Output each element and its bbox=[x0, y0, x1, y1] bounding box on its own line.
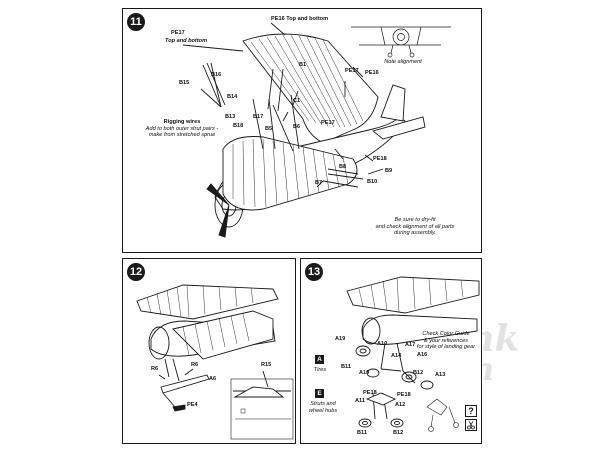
step-number-13: 13 bbox=[305, 263, 323, 281]
legend-a-text: Tires bbox=[313, 367, 327, 373]
label-pe17-c: PE17 bbox=[345, 68, 359, 74]
label-b10: B10 bbox=[367, 179, 378, 185]
label-c1: C1 bbox=[293, 98, 301, 104]
label-pe16-top-bottom: PE16 Top and bottom bbox=[271, 16, 329, 22]
step-13-panel: 13 bbox=[300, 258, 482, 444]
label-b6: B6 bbox=[293, 124, 301, 130]
legend-e-letter: E bbox=[315, 389, 324, 398]
dry-fit-line1: Be sure to dry-fit bbox=[394, 217, 436, 223]
label-pe18-b: PE18 bbox=[397, 392, 411, 398]
label-b16: B16 bbox=[211, 72, 222, 78]
rigging-note-line2: make from stretched sprue bbox=[148, 132, 216, 139]
rigging-wires-title: Rigging wires bbox=[163, 119, 201, 125]
label-b14: B14 bbox=[227, 94, 238, 100]
label-pe18-a: PE18 bbox=[363, 390, 377, 396]
label-b15: B15 bbox=[179, 80, 190, 86]
landing-gear-drawing-13 bbox=[346, 276, 480, 432]
scissors-icon bbox=[465, 419, 477, 431]
label-b12-a: B12 bbox=[413, 370, 424, 376]
label-b8: B8 bbox=[339, 164, 347, 170]
label-a10: A10 bbox=[377, 341, 388, 347]
label-r15: R15 bbox=[261, 362, 272, 368]
color-guide-line1: Check Color Guide bbox=[422, 331, 470, 337]
legend-e-line2: wheel hubs bbox=[308, 407, 338, 414]
rigging-note-line1: Add to both outer strut pairs - bbox=[145, 125, 219, 132]
step-number-12: 12 bbox=[127, 263, 145, 281]
label-pe16-b: PE16 bbox=[365, 70, 379, 76]
dry-fit-line2: and check alignment of all parts bbox=[375, 223, 455, 230]
label-a6: A6 bbox=[209, 376, 217, 382]
label-a17: A17 bbox=[405, 342, 416, 348]
label-b7: B7 bbox=[315, 180, 323, 186]
step-11-panel: 11 bbox=[122, 8, 482, 253]
label-a11: A11 bbox=[355, 398, 365, 404]
alignment-note: Note alignment bbox=[384, 59, 422, 65]
label-pe18: PE18 bbox=[373, 156, 387, 162]
label-a16: A16 bbox=[417, 352, 428, 358]
color-guide-line2: & your references bbox=[423, 337, 469, 344]
label-b17: B17 bbox=[253, 114, 264, 120]
label-a12: A12 bbox=[395, 402, 406, 408]
legend-e-text: Struts and wheel hubs bbox=[305, 401, 341, 414]
color-guide-line3: for style of landing gear bbox=[416, 344, 476, 351]
step-12-panel: 12 bbox=[122, 258, 296, 444]
label-b12-b: B12 bbox=[393, 430, 404, 436]
rigging-wires-note: Rigging wires Add to both outer strut pa… bbox=[127, 119, 237, 139]
label-b11-b: B11 bbox=[357, 430, 367, 436]
landing-gear-drawing-12 bbox=[136, 284, 294, 440]
question-icon: ? bbox=[465, 405, 477, 417]
dry-fit-line3: during assembly. bbox=[394, 230, 436, 237]
label-a19-a: A19 bbox=[335, 336, 346, 342]
step-number-11: 11 bbox=[127, 13, 145, 31]
legend-e-line1: Struts and bbox=[310, 401, 336, 407]
label-b5: B5 bbox=[265, 126, 273, 132]
label-r6-b: R6 bbox=[191, 362, 199, 368]
label-pe17-d: PE17 bbox=[321, 120, 335, 126]
label-b18: B18 bbox=[233, 123, 244, 129]
legend-a-letter: A bbox=[315, 355, 324, 364]
label-a19-b: A19 bbox=[359, 370, 370, 376]
label-pe17-a: PE17 bbox=[171, 30, 185, 36]
label-a14: A14 bbox=[391, 353, 402, 359]
biplane-assembly-drawing bbox=[182, 22, 451, 238]
label-b11-a: B11 bbox=[341, 364, 351, 370]
label-b9: B9 bbox=[385, 168, 393, 174]
label-a13: A13 bbox=[435, 372, 446, 378]
label-pe4: PE4 bbox=[187, 402, 198, 408]
label-r6-a: R6 bbox=[151, 366, 159, 372]
label-top-and-bottom: Top and bottom bbox=[165, 38, 208, 44]
color-guide-note: Check Color Guide & your references for … bbox=[411, 331, 481, 351]
label-b1: B1 bbox=[299, 62, 307, 68]
dry-fit-note: Be sure to dry-fit and check alignment o… bbox=[355, 217, 475, 237]
label-b13: B13 bbox=[225, 114, 236, 120]
